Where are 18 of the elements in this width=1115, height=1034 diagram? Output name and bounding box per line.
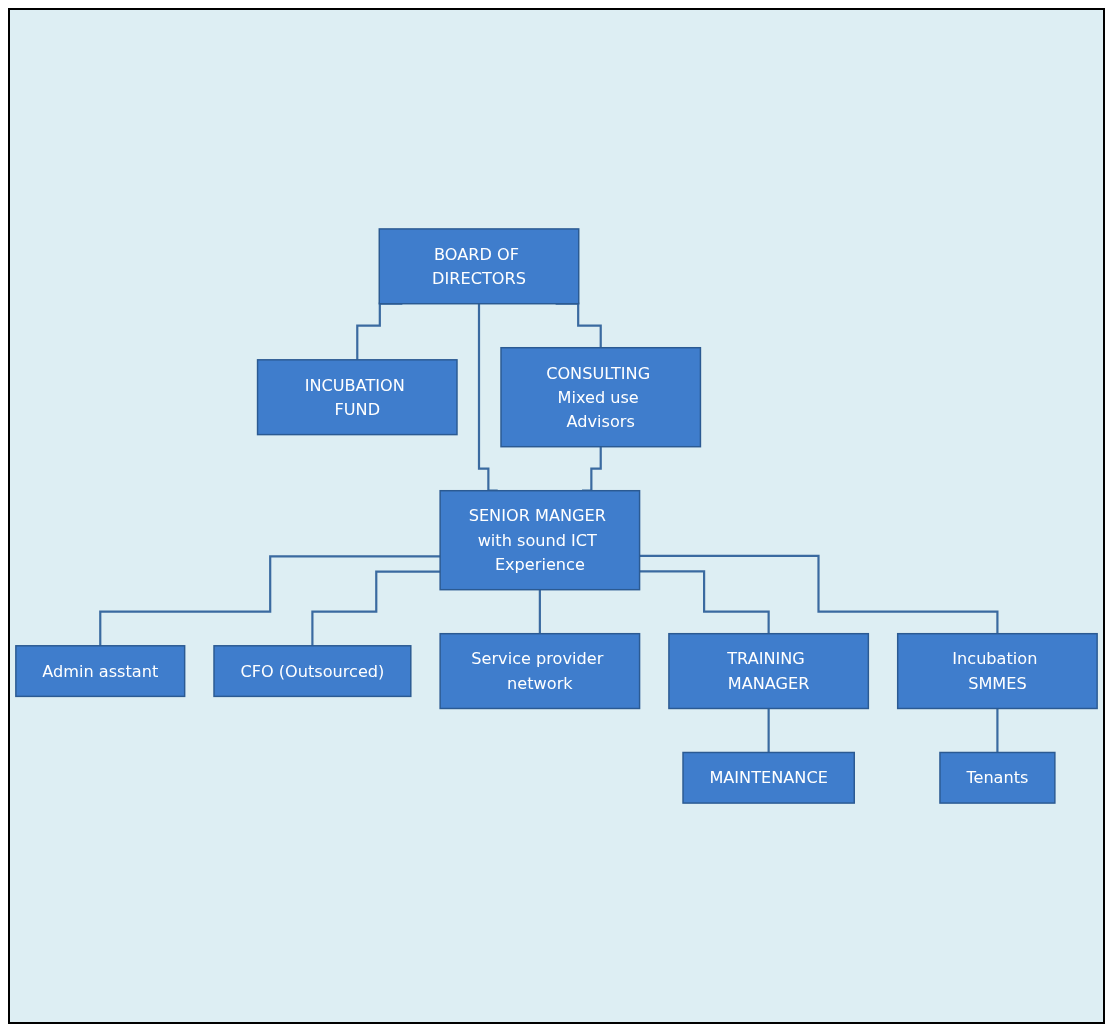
node-box: CONSULTING Mixed use Advisors (500, 347, 702, 448)
node-box: Admin asstant (15, 645, 186, 698)
connector (311, 570, 441, 647)
node-box: CFO (Outsourced) (213, 645, 412, 698)
node-box: BOARD OF DIRECTORS (378, 228, 580, 305)
node-box: Service provider network (439, 632, 641, 710)
connector (538, 588, 541, 635)
node-box: INCUBATION FUND (256, 359, 458, 436)
node-box: Tenants (939, 751, 1056, 804)
connector (767, 707, 770, 754)
node-box: MAINTENANCE (682, 751, 855, 804)
connector (639, 554, 999, 635)
node-box: SENIOR MANGER with sound ICT Experience (439, 489, 641, 591)
connector (639, 570, 770, 635)
node-box: Incubation SMMES (896, 632, 1098, 710)
connector (99, 555, 441, 647)
connector (996, 707, 999, 754)
node-box: TRAINING MANAGER (668, 632, 870, 710)
